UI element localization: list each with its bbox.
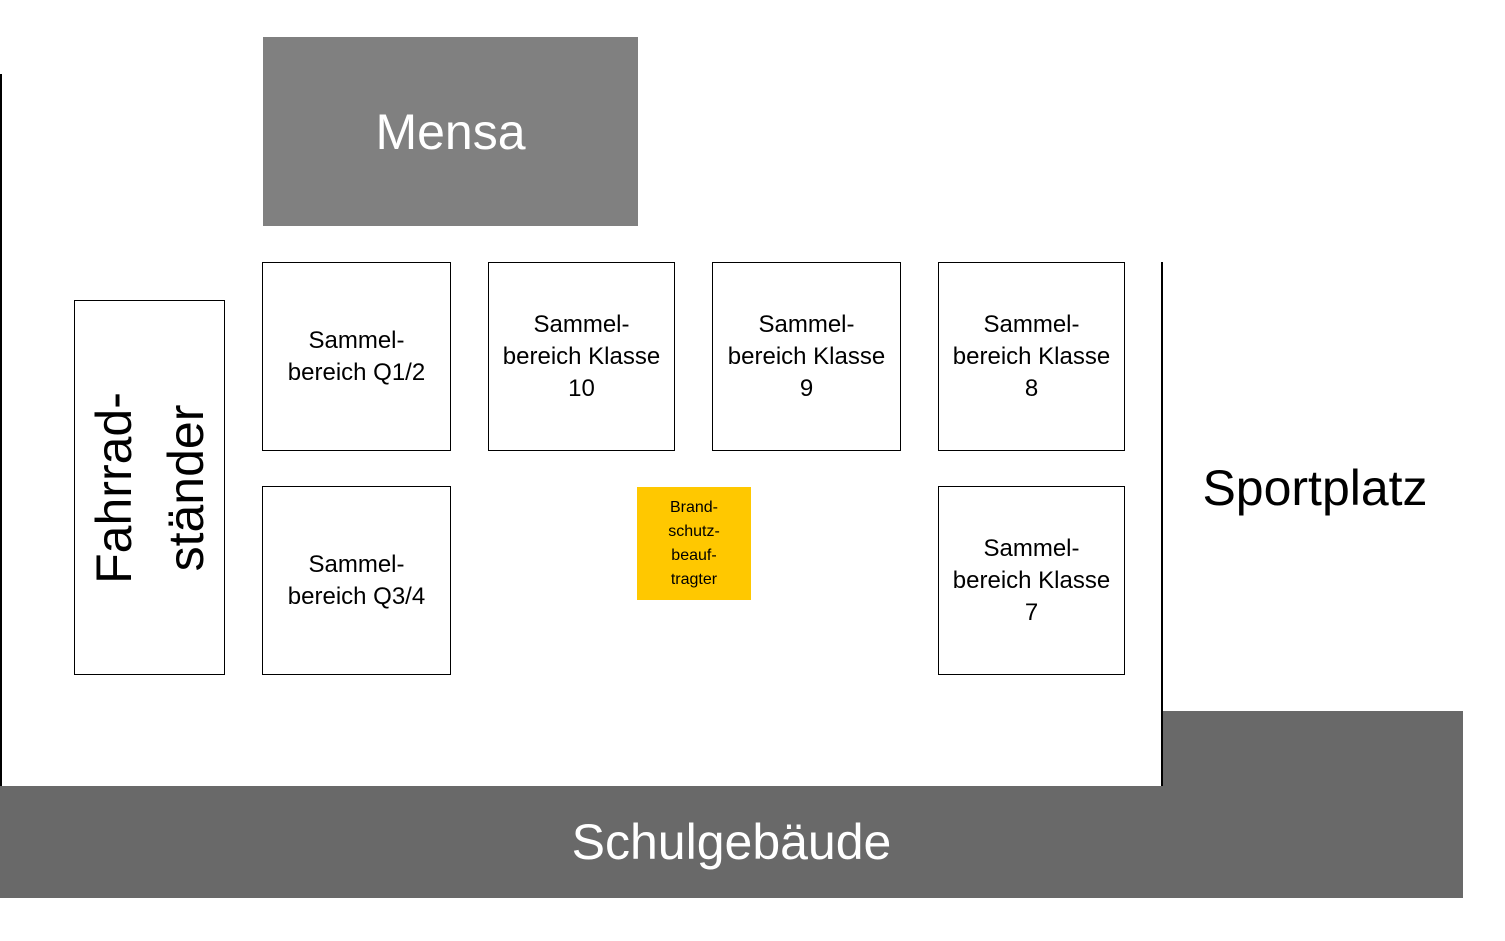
assembly-area-klasse8-label: Sammel- bereich Klasse 8 [952, 310, 1111, 402]
sportplatz-label: Sportplatz [1202, 460, 1428, 516]
assembly-area-klasse7: Sammel- bereich Klasse 7 [938, 486, 1125, 675]
assembly-area-klasse7-label: Sammel- bereich Klasse 7 [952, 534, 1111, 626]
fire-safety-officer-label: Brand- schutz- beauf- tragter [668, 498, 720, 588]
assembly-area-q34: Sammel- bereich Q3/4 [262, 486, 451, 675]
fahrradstaender-label: Fahrrad- ständer [85, 391, 214, 584]
assembly-area-q12-label: Sammel- bereich Q1/2 [287, 326, 426, 386]
fire-safety-officer-marker: Brand- schutz- beauf- tragter [637, 487, 751, 600]
left-boundary-line [0, 74, 2, 786]
right-boundary-line [1161, 262, 1163, 786]
assembly-area-klasse8: Sammel- bereich Klasse 8 [938, 262, 1125, 451]
mensa-label: Mensa [375, 103, 526, 160]
mensa-building: Mensa [263, 37, 638, 226]
fahrradstaender-area: Fahrrad- ständer [74, 300, 225, 675]
schulgebaeude-annex [1163, 711, 1463, 787]
assembly-area-q34-label: Sammel- bereich Q3/4 [287, 550, 426, 610]
assembly-area-klasse9-label: Sammel- bereich Klasse 9 [727, 310, 886, 402]
assembly-area-q12: Sammel- bereich Q1/2 [262, 262, 451, 451]
assembly-area-klasse10: Sammel- bereich Klasse 10 [488, 262, 675, 451]
assembly-area-klasse10-label: Sammel- bereich Klasse 10 [502, 310, 661, 402]
schulgebaeude-building: Schulgebäude [0, 786, 1463, 898]
assembly-area-klasse9: Sammel- bereich Klasse 9 [712, 262, 901, 451]
schulgebaeude-label: Schulgebäude [571, 814, 892, 870]
